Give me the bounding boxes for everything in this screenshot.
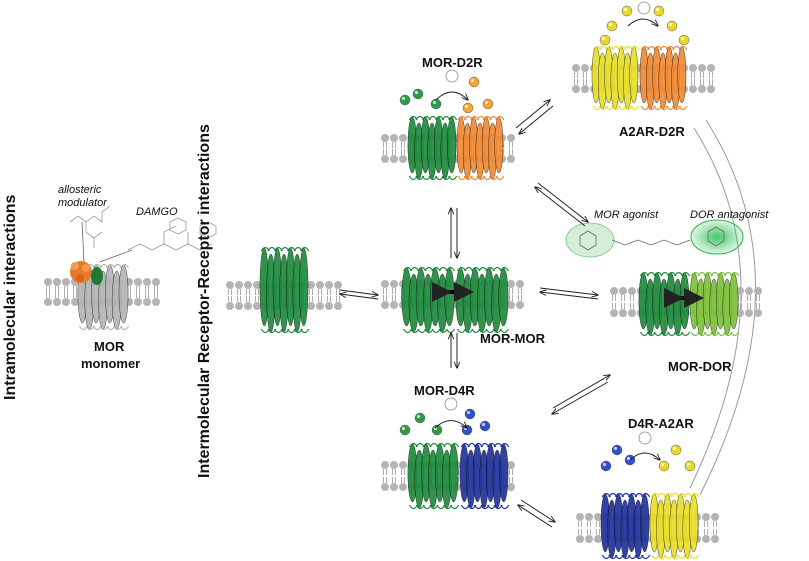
ligand-orange xyxy=(468,76,480,88)
protein-mor-d4r-mor xyxy=(407,442,460,510)
damgo-structure xyxy=(127,217,217,251)
ligand-blue xyxy=(611,444,623,456)
mor-agonist-label: MOR agonist xyxy=(594,209,659,221)
allosteric-structure xyxy=(69,205,111,248)
ligand-green xyxy=(414,412,426,424)
monomer-title-line1: MOR xyxy=(94,339,125,354)
protein-d4r-a2ar-d4r xyxy=(600,492,651,560)
label-mor-d2r: MOR-D2R xyxy=(422,55,483,70)
label-d4r-a2ar: D4R-A2AR xyxy=(628,416,694,431)
protein-a2ar-d2r-d2r xyxy=(639,45,688,111)
ligand-yellow xyxy=(678,34,690,46)
protein-mor-d2r-d2r xyxy=(456,115,505,181)
cycle-arrows xyxy=(434,18,660,460)
protein-mor-dor-dor xyxy=(689,271,740,337)
equilibrium-arrows xyxy=(340,100,610,528)
allosteric-label-line1: allosteric xyxy=(58,184,102,196)
damgo-icon xyxy=(91,267,103,285)
protein-d4r-a2ar-a2ar xyxy=(649,492,700,560)
allosteric-pointer xyxy=(81,221,85,263)
label-mor-d4r: MOR-D4R xyxy=(414,383,475,398)
protein-mor-mor-left xyxy=(401,266,455,334)
ligand-yellow xyxy=(666,20,678,32)
ligand-orange xyxy=(482,98,494,110)
ligand-green xyxy=(399,424,411,436)
protein-mor-single xyxy=(259,246,310,334)
ligand-yellow xyxy=(684,460,696,472)
ligand-blue xyxy=(461,424,473,436)
ligand-yellow xyxy=(599,34,611,46)
label-a2ar-d2r: A2AR-D2R xyxy=(619,124,685,139)
ligand-yellow xyxy=(670,444,682,456)
protein-mor-mor-right xyxy=(455,266,509,334)
protein-a2ar-d2r-a2ar xyxy=(591,45,640,111)
ligand-blue xyxy=(600,460,612,472)
monomer-title-line2: monomer xyxy=(81,356,141,371)
ligand-balls xyxy=(399,5,696,472)
ligand-blue xyxy=(479,420,491,432)
protein-mor-d4r-d4r xyxy=(459,442,510,510)
dor-antagonist-label: DOR antagonist xyxy=(690,209,769,221)
allosteric-label-line2: modulator xyxy=(58,197,107,209)
ligand-green xyxy=(399,94,411,106)
ligand-yellow xyxy=(606,20,618,32)
ligand-green xyxy=(412,88,424,100)
label-mor-mor: MOR-MOR xyxy=(480,331,545,346)
ligand-yellow xyxy=(621,5,633,17)
bivalent-ligand-structure xyxy=(579,226,725,251)
protein-mor-dor-mor xyxy=(638,271,691,337)
intramolecular-title: Intramolecular interactions xyxy=(2,194,19,400)
ligand-yellow xyxy=(653,5,665,17)
center-glyphs xyxy=(444,1,652,445)
proteins xyxy=(77,45,740,560)
damgo-label: DAMGO xyxy=(136,206,178,218)
label-mor-dor: MOR-DOR xyxy=(668,359,732,374)
ligand-green xyxy=(430,98,442,110)
ligand-orange xyxy=(462,102,474,114)
ligand-blue xyxy=(464,408,476,420)
damgo-pointer xyxy=(99,249,133,263)
mor-agonist-glow xyxy=(565,222,615,258)
dor-antagonist-glow xyxy=(690,219,744,255)
intermolecular-title: Intermolecular Receptor-Receptor interac… xyxy=(196,124,213,478)
protein-mor-d2r-mor xyxy=(407,115,458,181)
ligand-yellow xyxy=(658,460,670,472)
